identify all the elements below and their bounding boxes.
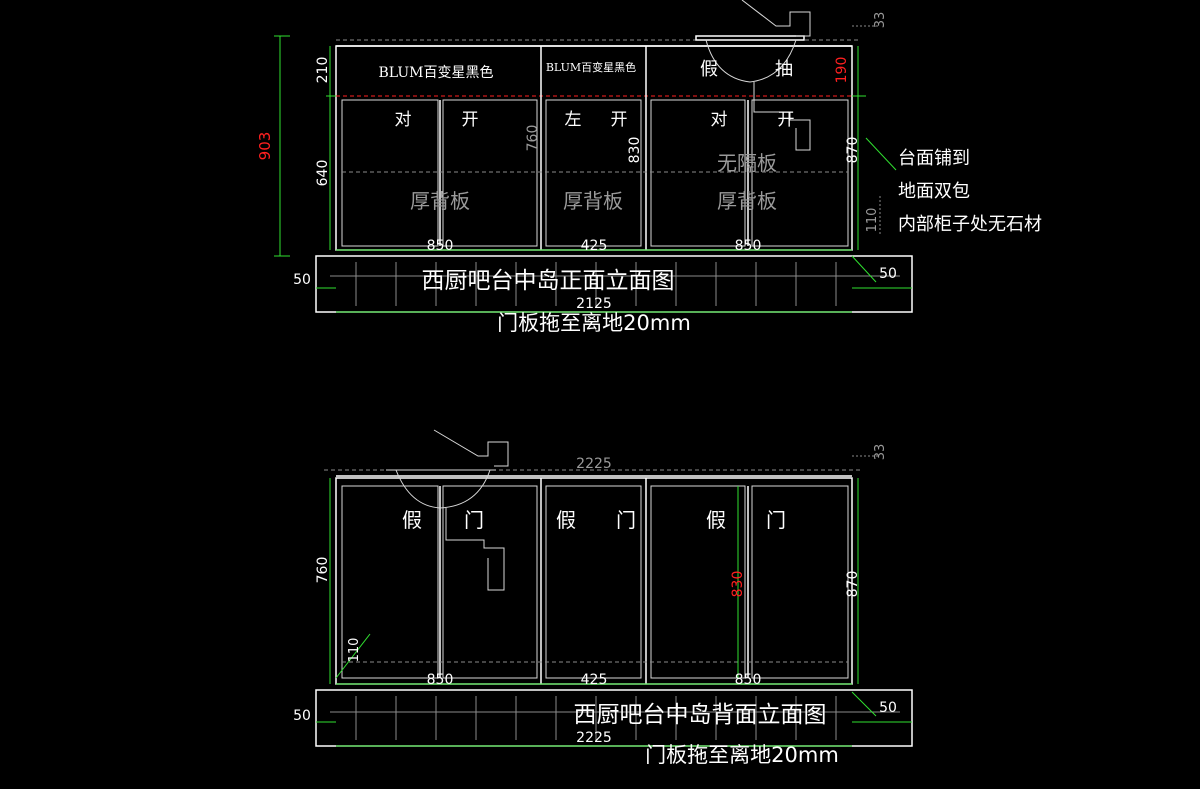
front-back-panel-right: 厚背板	[717, 189, 777, 213]
back-panel-4	[650, 485, 746, 679]
back-panel-5	[751, 485, 849, 679]
front-fake-drawer-label-1: 假	[700, 59, 718, 80]
back-dim-top-total: 2225	[576, 456, 612, 472]
front-door-label-2: 开	[462, 110, 479, 130]
back-dim-w-left: 850	[427, 672, 454, 688]
back-panel-label-2a: 假	[556, 508, 576, 532]
back-faucet	[433, 429, 509, 467]
back-drain-pipe	[445, 508, 505, 591]
front-dimension-lines	[274, 35, 912, 313]
front-sink-rim	[695, 35, 805, 41]
front-drain-pipe	[753, 82, 811, 151]
front-door-label-1: 对	[395, 110, 412, 130]
front-no-shelf-label: 无隔板	[717, 151, 777, 175]
front-elevation: BLUM百变星黑色 BLUM百变星黑色 假 抽 对 开 左 开 对 开 厚背板 …	[256, 0, 1042, 335]
front-drawer-left-label: BLUM百变星黑色	[379, 64, 494, 81]
front-dim-870: 870	[845, 137, 861, 164]
back-plinth-tiles	[330, 696, 900, 740]
back-panel-label-1b: 门	[464, 508, 484, 532]
front-dim-side-right: 50	[879, 266, 897, 282]
back-dim-side-right: 50	[879, 700, 897, 716]
front-door-4	[650, 99, 746, 247]
front-back-panel-mid: 厚背板	[563, 189, 623, 213]
back-title: 西厨吧台中岛背面立面图	[574, 702, 827, 728]
back-panel-label-3a: 假	[706, 508, 726, 532]
front-faucet	[741, 0, 811, 37]
front-subtitle: 门板拖至离地20mm	[497, 311, 691, 335]
front-dim-903: 903	[256, 132, 274, 161]
front-dim-760: 760	[525, 125, 541, 152]
front-door-2	[442, 99, 538, 247]
front-door-label-5: 对	[711, 110, 728, 130]
front-dim-190: 190	[834, 57, 850, 84]
back-panel-1	[341, 485, 439, 679]
back-panel-3	[545, 485, 642, 679]
back-elevation: 假 门 假 门 假 门 2225 33 760 110 830 870 850 …	[293, 429, 913, 767]
front-dim-side-left: 50	[293, 272, 311, 288]
front-drawer-mid-label: BLUM百变星黑色	[546, 60, 636, 74]
front-title: 西厨吧台中岛正面立面图	[422, 268, 675, 294]
back-panel-label-2b: 门	[616, 508, 636, 532]
back-panel-2	[442, 485, 538, 679]
front-note-line-1: 台面铺到	[898, 148, 970, 169]
front-dim-w-left: 850	[427, 238, 454, 254]
back-dim-w-right: 850	[735, 672, 762, 688]
back-dim-total: 2225	[576, 730, 612, 746]
back-dim-w-mid: 425	[581, 672, 608, 688]
front-door-label-3: 左	[565, 110, 582, 130]
back-panel-label-3b: 门	[766, 508, 786, 532]
front-dim-110: 110	[865, 208, 880, 233]
front-dim-total: 2125	[576, 296, 612, 312]
front-dim-210: 210	[315, 57, 331, 84]
front-door-3	[545, 99, 642, 247]
front-dim-33: 33	[873, 12, 888, 29]
front-door-label-4: 开	[611, 110, 628, 130]
front-dim-640: 640	[315, 160, 331, 187]
back-dim-760: 760	[315, 557, 331, 584]
front-note-line-2: 地面双包	[898, 181, 970, 202]
front-dim-w-mid: 425	[581, 238, 608, 254]
front-door-5	[751, 99, 849, 247]
front-dim-830: 830	[627, 137, 643, 164]
front-plinth-tiles	[330, 262, 900, 306]
back-dim-870: 870	[845, 571, 861, 598]
front-door-1	[341, 99, 439, 247]
front-back-panel-left: 厚背板	[410, 189, 470, 213]
back-dim-110: 110	[347, 638, 362, 663]
front-fake-drawer-label-2: 抽	[775, 59, 793, 80]
front-sink-basin	[705, 39, 797, 83]
front-note-line-3: 内部柜子处无石材	[898, 214, 1042, 235]
back-dim-830: 830	[730, 571, 746, 598]
back-dimension-lines	[316, 478, 912, 747]
back-subtitle: 门板拖至离地20mm	[645, 743, 839, 767]
back-sink-basin	[395, 469, 491, 509]
back-dim-33: 33	[873, 444, 888, 461]
front-door-label-6: 开	[778, 110, 795, 130]
front-dim-w-right: 850	[735, 238, 762, 254]
back-dim-side-left: 50	[293, 708, 311, 724]
back-panel-label-1a: 假	[402, 508, 422, 532]
